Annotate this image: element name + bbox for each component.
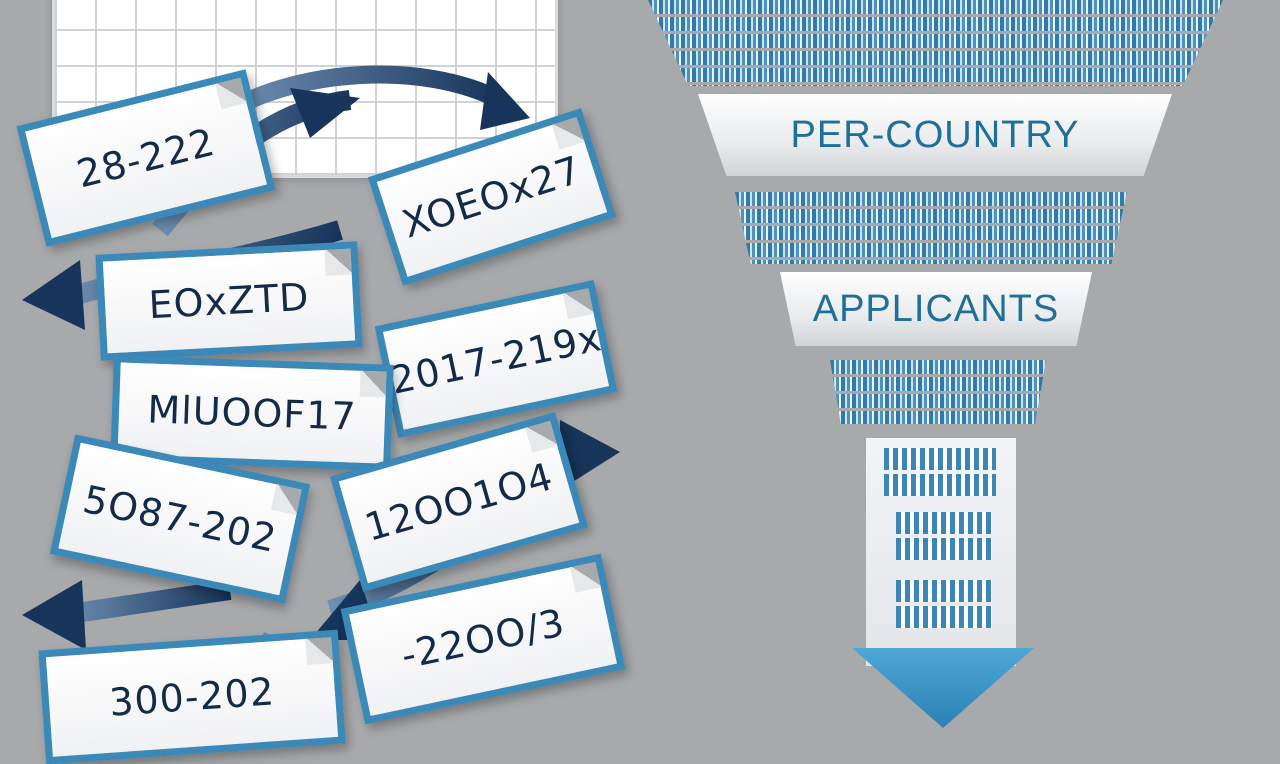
date-tag: 300-202	[38, 629, 346, 764]
funnel-band-per-country: PER-COUNTRY	[698, 94, 1172, 176]
people-crowd-icon	[884, 448, 996, 498]
funnel-label: PER-COUNTRY	[790, 113, 1080, 156]
arrow-head-icon	[22, 580, 86, 650]
arrow-head-icon	[290, 88, 360, 138]
funnel-label: APPLICANTS	[812, 287, 1060, 330]
people-crowd-icon	[896, 512, 992, 562]
arrow-head-icon	[22, 260, 85, 330]
people-crowd-icon	[896, 580, 992, 630]
curved-arrow-icon	[58, 580, 232, 625]
curved-arrow-icon	[225, 65, 505, 118]
illustration: 28-222 XOEOx27 EOxZTD 2017-219x MlUOOF17…	[0, 0, 1280, 720]
people-crowd-icon	[735, 192, 1127, 264]
funnel-band-applicants: APPLICANTS	[780, 272, 1092, 346]
date-tag: EOxZTD	[95, 241, 363, 361]
people-crowd-icon	[830, 360, 1046, 424]
arrow-head-icon	[560, 420, 620, 490]
arrow-head-icon	[480, 72, 530, 130]
people-crowd-icon	[648, 0, 1223, 86]
